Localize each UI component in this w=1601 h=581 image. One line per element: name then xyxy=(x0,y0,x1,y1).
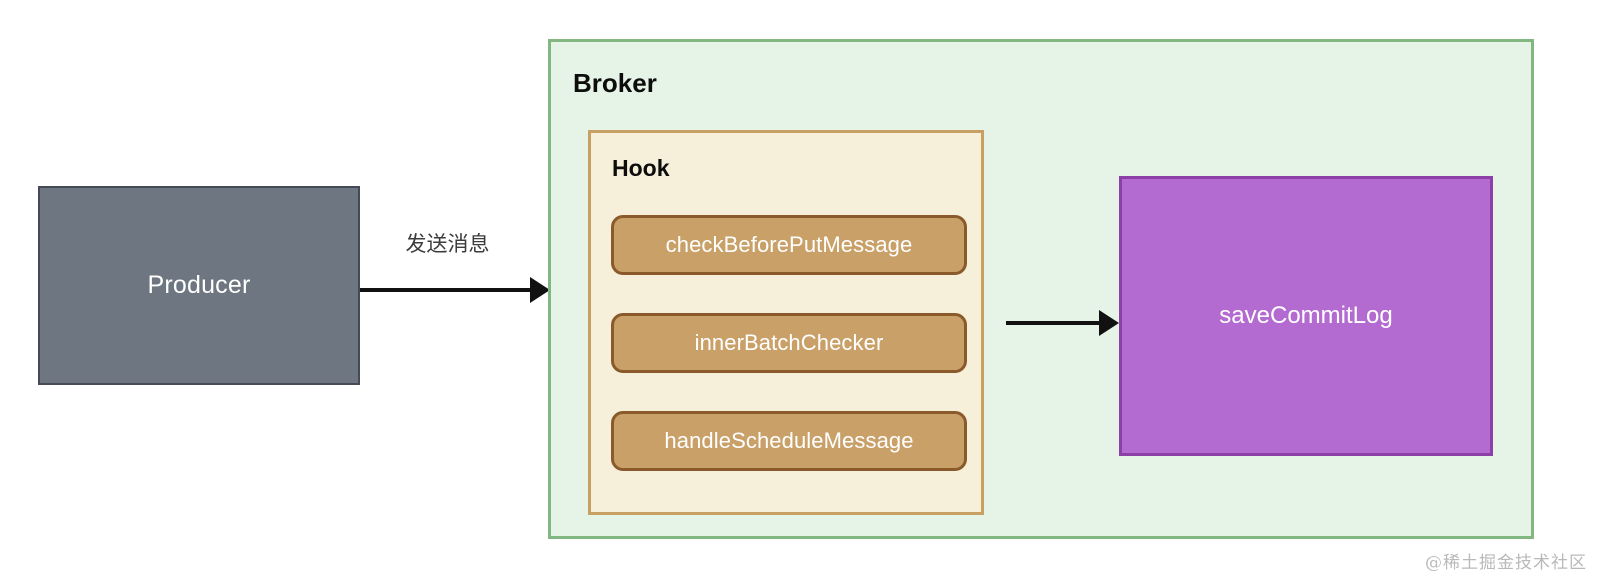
hook-container[interactable]: Hook checkBeforePutMessage innerBatchChe… xyxy=(588,130,984,515)
hook-item-check-before-put-message[interactable]: checkBeforePutMessage xyxy=(611,215,967,275)
hook-item-inner-batch-checker[interactable]: innerBatchChecker xyxy=(611,313,967,373)
save-commit-log-label: saveCommitLog xyxy=(1219,302,1393,329)
hook-to-save-commit-log-arrow-line xyxy=(1006,321,1101,325)
producer-to-broker-arrow-head xyxy=(530,277,550,303)
broker-title: Broker xyxy=(573,68,657,98)
broker-container[interactable]: Broker Hook checkBeforePutMessage innerB… xyxy=(548,39,1534,539)
producer-label: Producer xyxy=(147,271,251,299)
producer-node[interactable]: Producer xyxy=(38,186,360,385)
hook-title: Hook xyxy=(612,155,670,181)
save-commit-log-node[interactable]: saveCommitLog xyxy=(1119,176,1493,456)
producer-to-broker-arrow-label: 发送消息 xyxy=(405,233,490,256)
hook-to-save-commit-log-arrow-head xyxy=(1099,310,1119,336)
hook-item-label: handleScheduleMessage xyxy=(664,428,914,453)
watermark: @稀土掘金技术社区 xyxy=(1425,553,1587,573)
hook-item-handle-schedule-message[interactable]: handleScheduleMessage xyxy=(611,411,967,471)
hook-item-label: checkBeforePutMessage xyxy=(665,232,913,257)
hook-item-label: innerBatchChecker xyxy=(694,330,884,355)
producer-to-broker-arrow-line xyxy=(360,288,532,292)
